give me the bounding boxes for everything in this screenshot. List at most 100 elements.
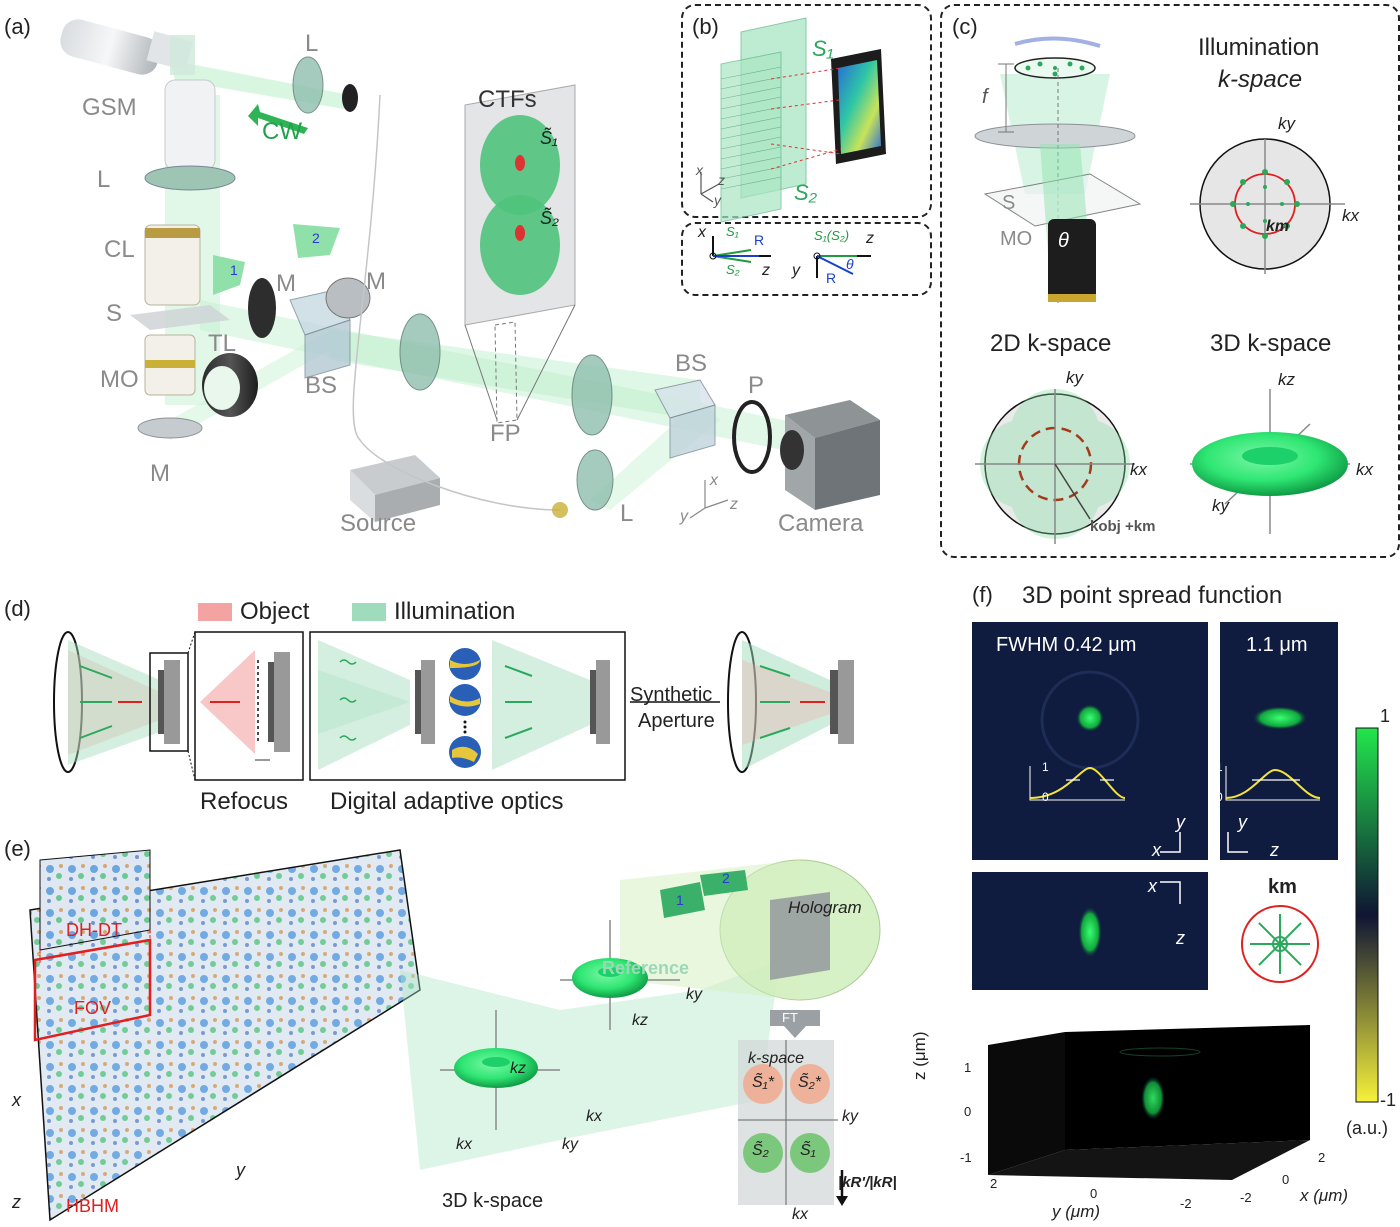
e-beam2: 2 <box>722 870 730 886</box>
colorbar-unit: (a.u.) <box>1346 1118 1389 1138</box>
axis-z-a: z <box>730 496 738 513</box>
gsm-label: GSM <box>82 94 137 121</box>
panel-b-hologram-illustration <box>700 17 886 278</box>
panel-b-label: (b) <box>692 14 719 39</box>
bs-label-2: BS <box>675 350 708 377</box>
legend-object-label: Object <box>240 598 310 625</box>
e-grid-kx: kx <box>792 1206 808 1223</box>
hbhm-label: HBHM <box>66 1196 119 1216</box>
c-ky-top: ky <box>1278 114 1295 133</box>
lens-label-top: L <box>305 30 319 57</box>
c-kobj-label: kobj +km <box>1090 518 1156 535</box>
c-illum-title-1: Illumination <box>1198 34 1320 61</box>
e-reference-label: Reference <box>602 958 690 978</box>
panel-b-box <box>681 4 932 218</box>
b-inset-theta: θ <box>846 256 854 272</box>
colorbar-max: 1 <box>1380 706 1391 726</box>
b-inset-z2: z <box>866 230 874 247</box>
plot3d-ztick-1: 1 <box>964 1060 972 1075</box>
panel-c-box <box>940 4 1400 558</box>
e-kr-label: |kR'/|kR| <box>838 1174 897 1191</box>
source-label: Source <box>340 510 417 537</box>
legend-illumination-label: Illumination <box>394 598 516 625</box>
plot3d-ytick-0: 0 <box>1090 1186 1098 1201</box>
bs-label-1: BS <box>305 372 338 399</box>
c-kx-3d: kx <box>1356 460 1373 479</box>
c-3d-title: 3D k-space <box>1210 330 1332 357</box>
e-axis-z: z <box>12 1192 21 1212</box>
b-inset-x: x <box>698 224 706 241</box>
panel-c-label: (c) <box>952 14 978 39</box>
ctfs-label: CTFs <box>478 86 537 113</box>
b-inset-r1: R <box>754 232 765 248</box>
e-grid-s2: S̃₂ <box>752 1142 769 1159</box>
b-inset-y: y <box>792 262 800 279</box>
e-grid-s1star: S̃₁* <box>752 1074 774 1091</box>
plot3d-xtick-2: 2 <box>1318 1150 1326 1165</box>
plot3d-xtick-0: 0 <box>1282 1172 1290 1187</box>
c-kx-top: kx <box>1342 206 1359 225</box>
plot3d-xtick-m2: -2 <box>1240 1190 1252 1205</box>
fwhm-lateral-label: FWHM 0.42 μm <box>996 634 1137 656</box>
c-kx-2d: kx <box>1130 460 1147 479</box>
fp-label: FP <box>490 420 521 447</box>
e-beam1: 1 <box>676 892 684 908</box>
c-illum-title-2: k-space <box>1218 66 1303 93</box>
panel-d-workflow-illustration <box>53 631 854 781</box>
yz-z-label: z <box>1270 840 1279 860</box>
dao-label: Digital adaptive optics <box>330 788 564 815</box>
plot3d-ztick-m1: -1 <box>960 1150 972 1165</box>
b-inset-s2: S₂ <box>726 262 740 277</box>
axis-y-a: y <box>680 508 688 525</box>
b-axis-y: y <box>714 192 721 208</box>
panel-e-label: (e) <box>4 836 31 861</box>
fov-label: FOV <box>74 998 112 1018</box>
e-axis-x: x <box>12 1090 21 1110</box>
xz-z-label: z <box>1176 928 1185 948</box>
panel-a-setup-illustration <box>60 19 880 522</box>
c-mo-label: MO <box>1000 228 1033 250</box>
e-kz1: kz <box>510 1060 526 1077</box>
panel-c-illustrations <box>974 36 1350 544</box>
light-source-box <box>350 455 440 522</box>
c-f-label: f <box>982 86 988 108</box>
panel-b-inset-box <box>681 222 932 296</box>
plot3d-ztick-0: 0 <box>964 1104 972 1119</box>
e-axis-y: y <box>236 1160 245 1180</box>
camera-label: Camera <box>778 510 864 537</box>
profile-1-a: 1 <box>1042 760 1049 774</box>
e-ky2: ky <box>686 986 702 1003</box>
b-inset-s1: S₁ <box>726 224 739 239</box>
profile-0-b: 0 <box>1216 790 1223 804</box>
mirror-label-1: M <box>276 270 296 297</box>
b-axis-z: z <box>718 172 725 188</box>
camera-body <box>780 400 880 510</box>
beam-arrow-2 <box>293 224 340 258</box>
panel-a-label: (a) <box>4 14 31 39</box>
lens-label-bottom: L <box>620 500 634 527</box>
e-kx2: kx <box>586 1108 602 1125</box>
km-pattern-label: km <box>1268 876 1297 898</box>
c-kz-3d: kz <box>1278 370 1295 389</box>
mo-label: MO <box>100 366 139 393</box>
legend-object-swatch <box>198 603 232 621</box>
ctf-s2-label: S̃₂ <box>540 208 559 228</box>
mirror-label-bottom: M <box>150 460 170 487</box>
polarizer-label: P <box>748 372 765 399</box>
c-ky-2d: ky <box>1066 368 1083 387</box>
axes-triad-a <box>689 480 729 519</box>
mirror-label-2: M <box>366 268 386 295</box>
xy-x-label: x <box>1152 840 1161 860</box>
panel-e-illustration <box>29 849 881 1222</box>
c-s-label: S <box>1002 192 1016 214</box>
cw-label: CW <box>262 118 302 145</box>
e-kx1: kx <box>456 1136 472 1153</box>
e-kspace-label: k-space <box>748 1050 805 1067</box>
b-s2-label: S₂ <box>794 180 818 205</box>
c-ky-3d: ky <box>1212 496 1229 515</box>
beam-1-number: 1 <box>230 262 238 278</box>
colorbar-min: -1 <box>1380 1090 1397 1110</box>
lens-label-left: L <box>97 166 111 193</box>
legend-illumination-swatch <box>352 603 386 621</box>
panel-f-label: (f) <box>972 582 993 607</box>
